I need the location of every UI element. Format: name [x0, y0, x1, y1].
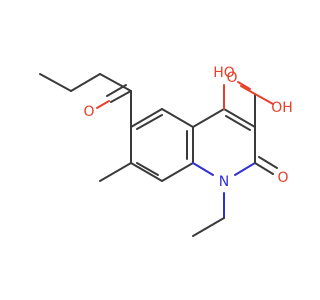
bond-benz-5 [130, 162, 163, 182]
bond-pyr-2-dbl [225, 115, 251, 131]
bond-ketone-co-b [106, 84, 127, 97]
atom-acid-hydroxyl: OH [271, 100, 293, 116]
bond-benz-inner-3 [136, 162, 159, 176]
bond-acid-dbl-b [237, 81, 251, 90]
bond-benz-4 [161, 162, 194, 182]
atom-ketone-oxygen: O [83, 104, 94, 120]
molecule-structure-diagram: O HO O OH O N [39, 65, 293, 237]
bond-pyr-4 [234, 162, 256, 176]
bond-lactam-a [254, 162, 274, 175]
bond-ketone-co-a [110, 90, 132, 103]
atom-ring-nitrogen: N [219, 174, 229, 190]
bond-benz-1 [130, 108, 163, 128]
atom-acid-carbonyl-oxygen: O [226, 70, 237, 86]
bond-acid-oh [254, 93, 274, 105]
bond-lactam-b [258, 156, 278, 169]
bond-chain-1 [39, 73, 72, 92]
bond-chain-2 [70, 73, 101, 92]
bond-pyr-1 [192, 108, 225, 128]
bond-pyr-5 [192, 162, 214, 176]
bond-benz-inner-1 [136, 114, 163, 130]
bond-acid-dbl-a [240, 85, 256, 95]
bond-ketone-co-red [96, 100, 110, 109]
bond-chain-3 [99, 73, 132, 92]
atom-lactam-oxygen: O [277, 170, 288, 186]
bond-n-ethyl-2 [192, 217, 225, 237]
bond-methyl [99, 162, 132, 182]
bond-benz-2 [161, 108, 194, 128]
atom-hydroxy-group: HO [213, 65, 235, 81]
bond-pyr-2 [223, 108, 256, 128]
